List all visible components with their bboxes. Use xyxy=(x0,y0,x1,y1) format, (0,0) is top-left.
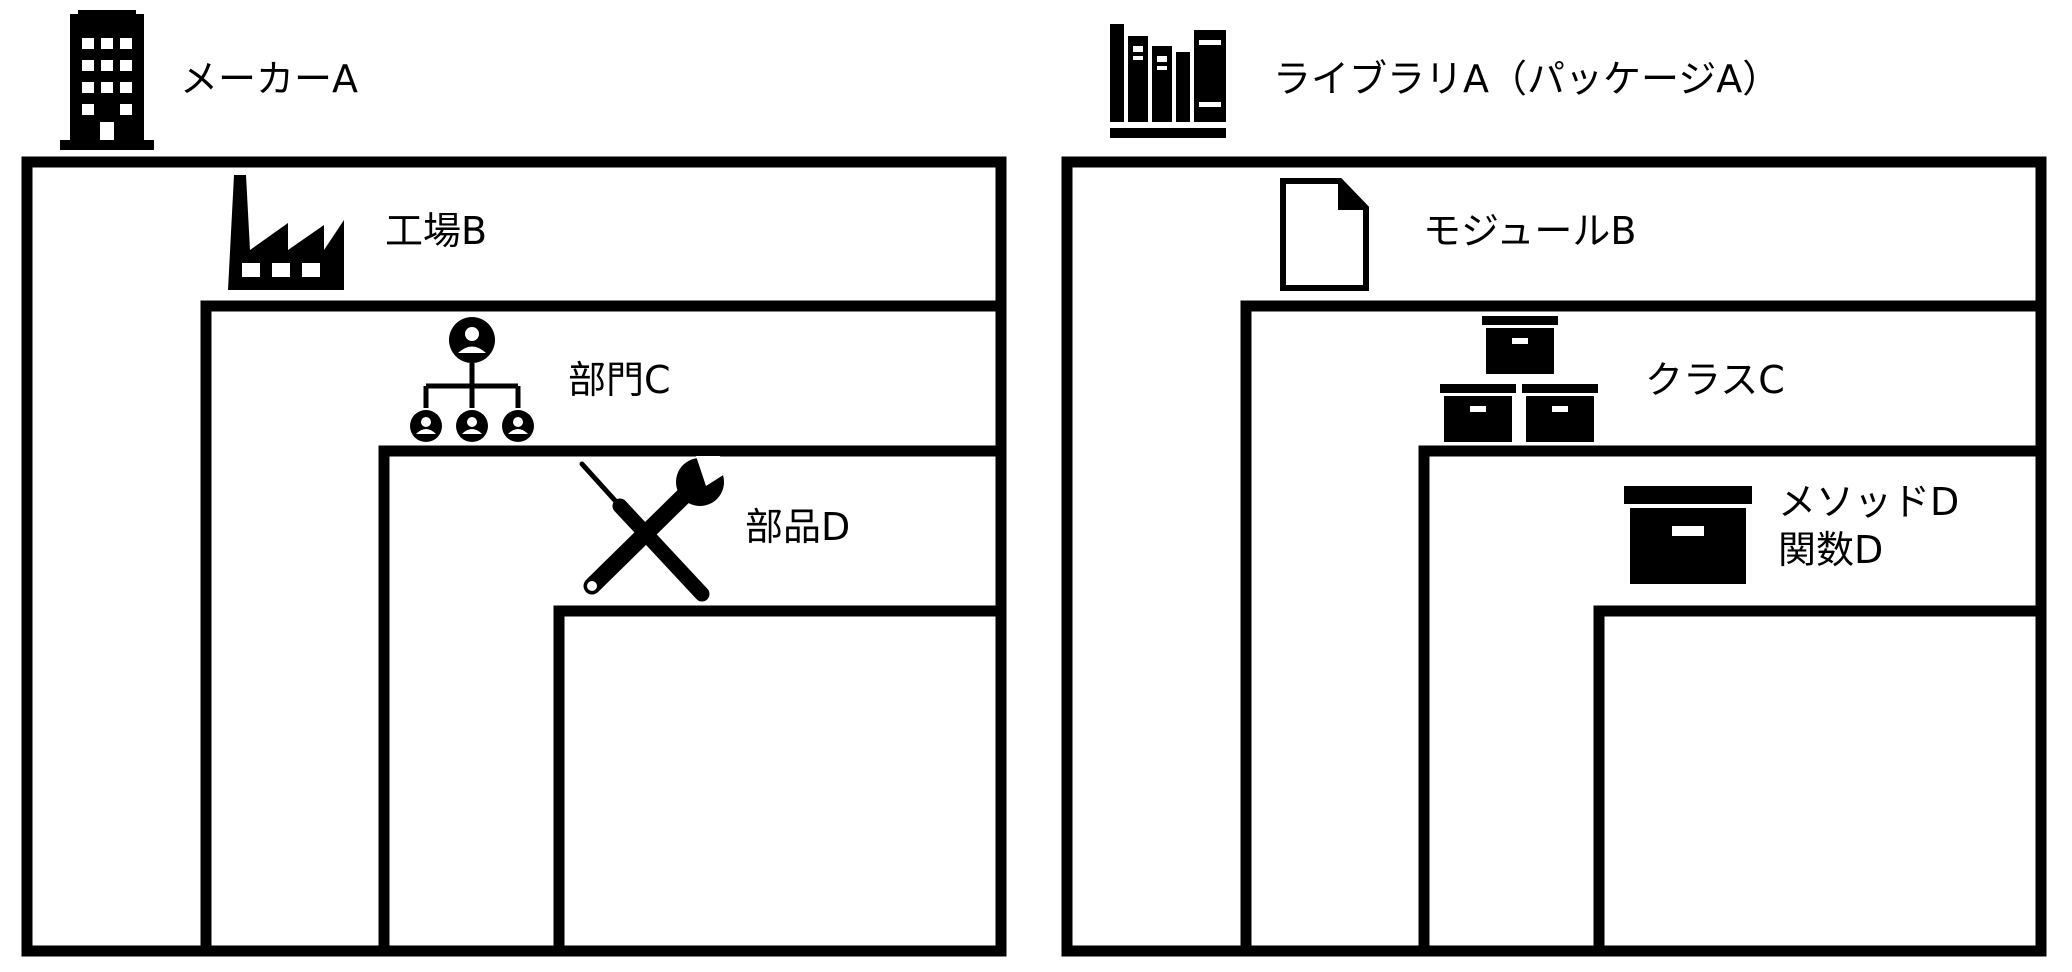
right-diagram: ライブラリA（パッケージA） モジュールB クラスC xyxy=(1061,24,2047,957)
factory-icon xyxy=(228,175,344,290)
frame-part xyxy=(553,605,1001,951)
frame-method xyxy=(1593,605,2041,951)
office-building-icon xyxy=(60,10,154,150)
frame-module xyxy=(1240,300,2041,951)
label-method: メソッドD xyxy=(1778,480,1959,524)
document-icon xyxy=(1280,178,1369,291)
tools-icon xyxy=(579,456,728,602)
org-chart-icon xyxy=(410,317,534,442)
label-maker: メーカーA xyxy=(180,57,358,101)
label-module: モジュールB xyxy=(1423,209,1636,253)
label-department: 部門C xyxy=(568,358,671,402)
label-part: 部品D xyxy=(745,505,850,549)
label-function: 関数D xyxy=(1778,528,1883,572)
frame-department xyxy=(378,445,1001,951)
frame-class xyxy=(1418,445,2041,951)
frame-library xyxy=(1061,156,2047,957)
frame-maker xyxy=(21,156,1007,957)
left-frames xyxy=(21,156,1007,957)
label-factory: 工場B xyxy=(385,209,487,253)
frame-factory xyxy=(200,300,1001,951)
right-frames xyxy=(1061,156,2047,957)
stacked-boxes-icon xyxy=(1440,316,1598,442)
label-class: クラスC xyxy=(1645,358,1785,402)
books-icon xyxy=(1110,24,1226,138)
label-library: ライブラリA（パッケージA） xyxy=(1273,57,1780,101)
left-diagram: メーカーA 工場B xyxy=(21,10,1007,957)
box-icon xyxy=(1624,486,1752,584)
